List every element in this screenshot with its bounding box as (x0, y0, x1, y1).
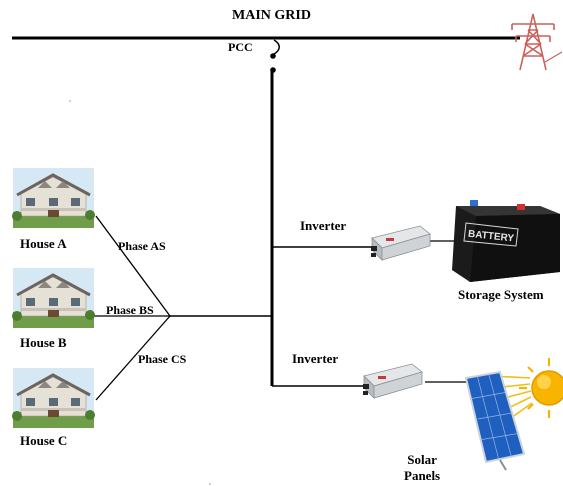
main-grid-title: MAIN GRID (232, 8, 311, 23)
inverter-top-label: Inverter (300, 218, 347, 233)
house-c-image (12, 368, 95, 428)
pcc-label: PCC (228, 40, 253, 54)
battery-icon: BATTERY (452, 200, 560, 282)
storage-system-label: Storage System (458, 287, 544, 302)
phase-as-label: Phase AS (118, 239, 166, 253)
phase-bs-label: Phase BS (106, 303, 154, 317)
house-c-label: House C (20, 433, 68, 448)
house-b-image (12, 268, 95, 328)
inverter-bottom-icon (363, 363, 423, 399)
transmission-tower-icon (511, 13, 563, 71)
solar-line-2: Panels (404, 468, 441, 484)
battery-text: BATTERY (467, 229, 514, 245)
pcc-switch-icon (270, 39, 280, 73)
house-a-image (12, 168, 95, 228)
inverter-top-icon (371, 225, 431, 261)
phase-cs-label: Phase CS (138, 352, 187, 366)
house-a-label: House A (20, 236, 67, 251)
solar-panels-label: Solar Panels (404, 452, 440, 485)
sun-icon (519, 358, 563, 418)
solar-panel-icon (464, 370, 526, 471)
inverter-bottom-label: Inverter (292, 351, 339, 366)
phase-lines (94, 215, 272, 401)
house-b-label: House B (20, 335, 67, 350)
solar-line-1: Solar (407, 452, 437, 467)
